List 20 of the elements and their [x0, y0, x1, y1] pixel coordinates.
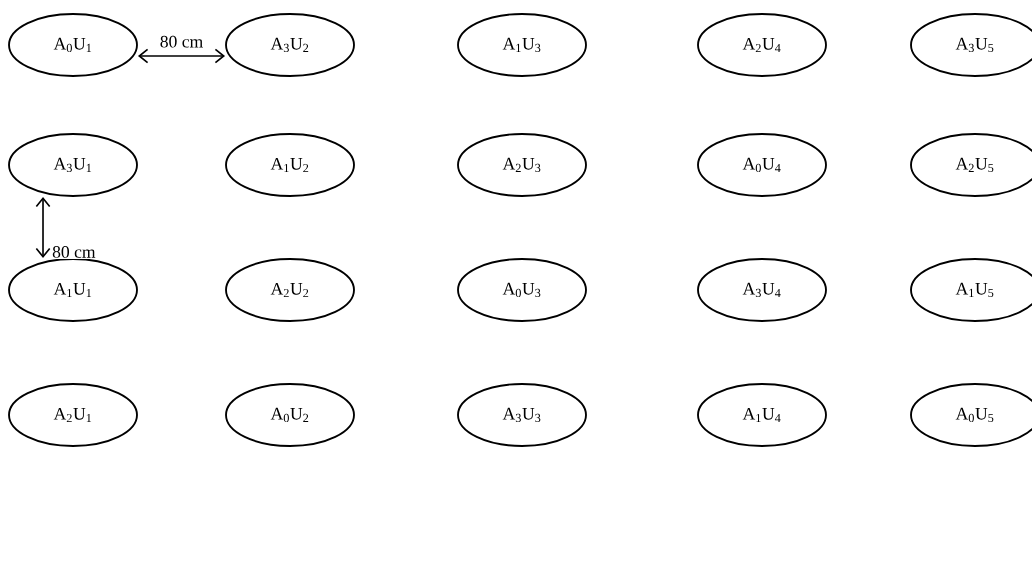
edge-label: 80 cm	[158, 34, 205, 49]
ellipse-node: A$_{2}$U$_{1}$	[8, 383, 138, 447]
ellipse-node: A$_{2}$U$_{4}$	[697, 13, 827, 77]
ellipse-node: A$_{0}$U$_{2}$	[225, 383, 355, 447]
ellipse-node: A$_{2}$U$_{3}$	[457, 133, 587, 197]
ellipse-node: A$_{1}$U$_{4}$	[697, 383, 827, 447]
ellipse-node: A$_{1}$U$_{3}$	[457, 13, 587, 77]
ellipse-node: A$_{0}$U$_{4}$	[697, 133, 827, 197]
edge-label: 80 cm	[50, 244, 97, 260]
arrow	[137, 48, 226, 64]
ellipse-node: A$_{1}$U$_{1}$	[8, 258, 138, 322]
ellipse-node: A$_{3}$U$_{1}$	[8, 133, 138, 197]
ellipse-node: A$_{0}$U$_{3}$	[457, 258, 587, 322]
ellipse-node: A$_{3}$U$_{4}$	[697, 258, 827, 322]
ellipse-node: A$_{0}$U$_{1}$	[8, 13, 138, 77]
ellipse-node: A$_{3}$U$_{3}$	[457, 383, 587, 447]
ellipse-node: A$_{3}$U$_{2}$	[225, 13, 355, 77]
ellipse-node: A$_{2}$U$_{2}$	[225, 258, 355, 322]
ellipse-node: A$_{1}$U$_{2}$	[225, 133, 355, 197]
arrow	[35, 196, 51, 259]
